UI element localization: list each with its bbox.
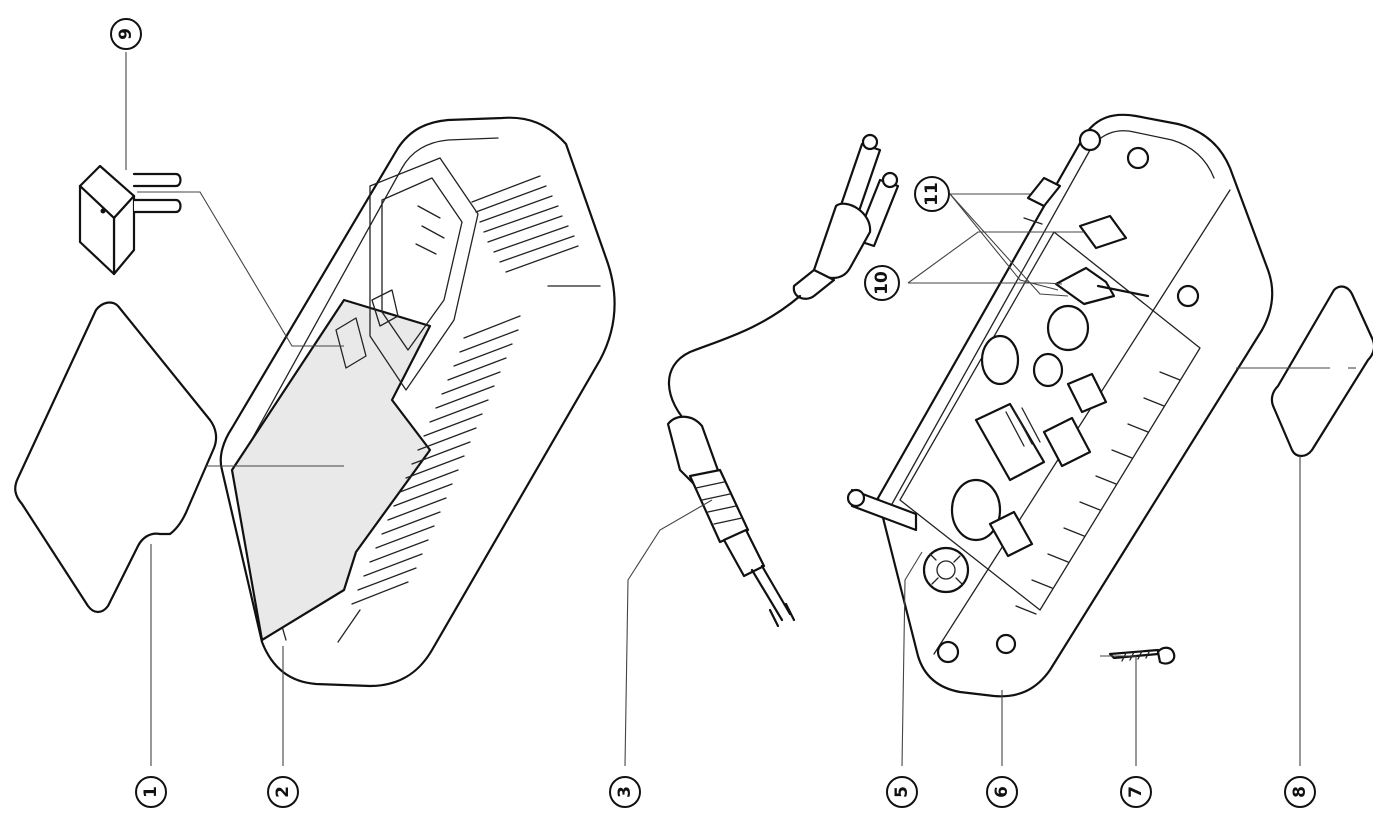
label-plate-part [14, 301, 218, 614]
callout-11: 11 [914, 176, 950, 212]
callout-8: 8 [1284, 776, 1316, 808]
jumper-pin-part [78, 164, 182, 276]
callout-label-2: 2 [273, 786, 293, 798]
mains-cable-part [666, 133, 900, 628]
leader-lines [125, 52, 1356, 767]
callout-10: 10 [864, 265, 900, 301]
callout-6: 6 [986, 776, 1018, 808]
housing-lower-shell-part [846, 113, 1274, 698]
callout-9: 9 [110, 18, 142, 50]
callout-label-11: 11 [922, 182, 942, 206]
callout-label-7: 7 [1126, 786, 1146, 798]
callout-7: 7 [1120, 776, 1152, 808]
callout-1: 1 [135, 776, 167, 808]
callout-label-9: 9 [116, 28, 136, 40]
callout-5: 5 [886, 776, 918, 808]
callout-label-6: 6 [992, 786, 1012, 798]
callout-label-3: 3 [615, 786, 635, 798]
callout-label-5: 5 [892, 786, 912, 798]
housing-upper-shell-part [219, 116, 616, 688]
rating-label-part [1270, 285, 1373, 458]
callout-3: 3 [609, 776, 641, 808]
callout-2: 2 [267, 776, 299, 808]
callout-label-8: 8 [1290, 786, 1310, 798]
callout-label-1: 1 [141, 786, 161, 798]
callout-label-10: 10 [872, 271, 892, 295]
